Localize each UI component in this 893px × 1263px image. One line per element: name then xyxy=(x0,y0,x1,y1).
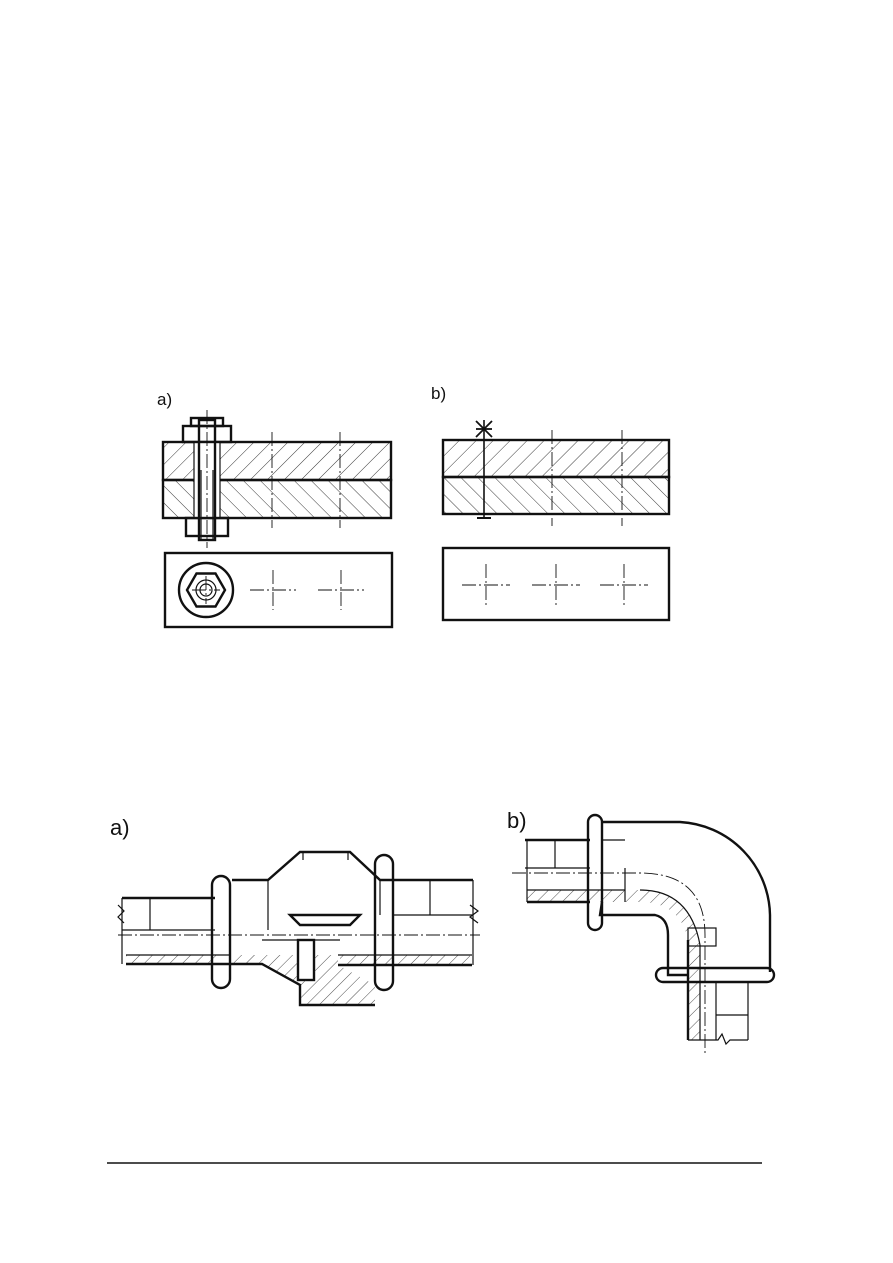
elbow-outer-arc xyxy=(602,820,772,972)
elbow-section-wall xyxy=(590,890,700,1040)
plan-view-outline-b xyxy=(441,546,671,622)
union-ring-left xyxy=(210,874,232,990)
elbow-ring-bottom xyxy=(654,966,776,984)
figure2-b-label: b) xyxy=(507,808,527,833)
union-seat xyxy=(287,913,363,927)
union-body-top xyxy=(232,850,392,882)
figure1-a-label: a) xyxy=(157,390,172,409)
nut-hexagon xyxy=(185,572,227,608)
figure2-a-pipe-union: a) xyxy=(110,815,480,1007)
figure2-b-pipe-elbow: b) xyxy=(507,808,776,1055)
figure2-a-label: a) xyxy=(110,815,130,840)
figure1-b-label: b) xyxy=(431,384,446,403)
union-ring-right xyxy=(373,853,395,992)
plan-view-outline xyxy=(163,551,394,629)
figure1-b-simplified-joint: b) xyxy=(431,384,671,622)
lower-plate-outline xyxy=(161,478,393,520)
bolt-head xyxy=(184,516,230,538)
elbow-ring-top xyxy=(586,813,604,932)
elbow-axis xyxy=(512,872,706,1055)
union-section-lower xyxy=(230,955,375,1005)
figure1-a-bolted-joint: a) xyxy=(157,390,394,629)
lower-plate-outline-b xyxy=(441,475,671,516)
washer-circle xyxy=(177,561,235,619)
